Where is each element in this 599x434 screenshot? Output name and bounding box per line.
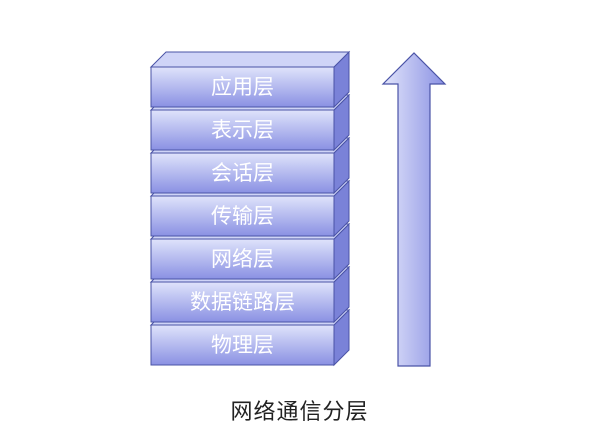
layer-stack: 物理层 数据链路层 网络层 传输层 会话层 表示层 应用层: [149, 50, 351, 367]
layer-label: 网络层: [211, 247, 274, 271]
layer-label: 传输层: [211, 204, 274, 228]
layer-label: 表示层: [211, 118, 274, 142]
layer-front-face: [150, 109, 335, 151]
layer-front-face: [150, 66, 335, 108]
layer-label: 物理层: [211, 333, 274, 357]
layer-front-face: [150, 152, 335, 194]
layer-block: 应用层: [149, 50, 351, 109]
layer-label: 会话层: [211, 161, 274, 185]
layer-front-face: [150, 195, 335, 237]
layer-label: 应用层: [211, 75, 274, 99]
layer-top-face: [149, 51, 351, 68]
layer-front-face: [150, 324, 335, 366]
layer-label: 数据链路层: [190, 290, 295, 314]
up-arrow-icon: [381, 52, 447, 367]
layer-front-face: [150, 281, 335, 323]
layer-front-face: [150, 238, 335, 280]
diagram-caption: 网络通信分层: [230, 400, 369, 425]
